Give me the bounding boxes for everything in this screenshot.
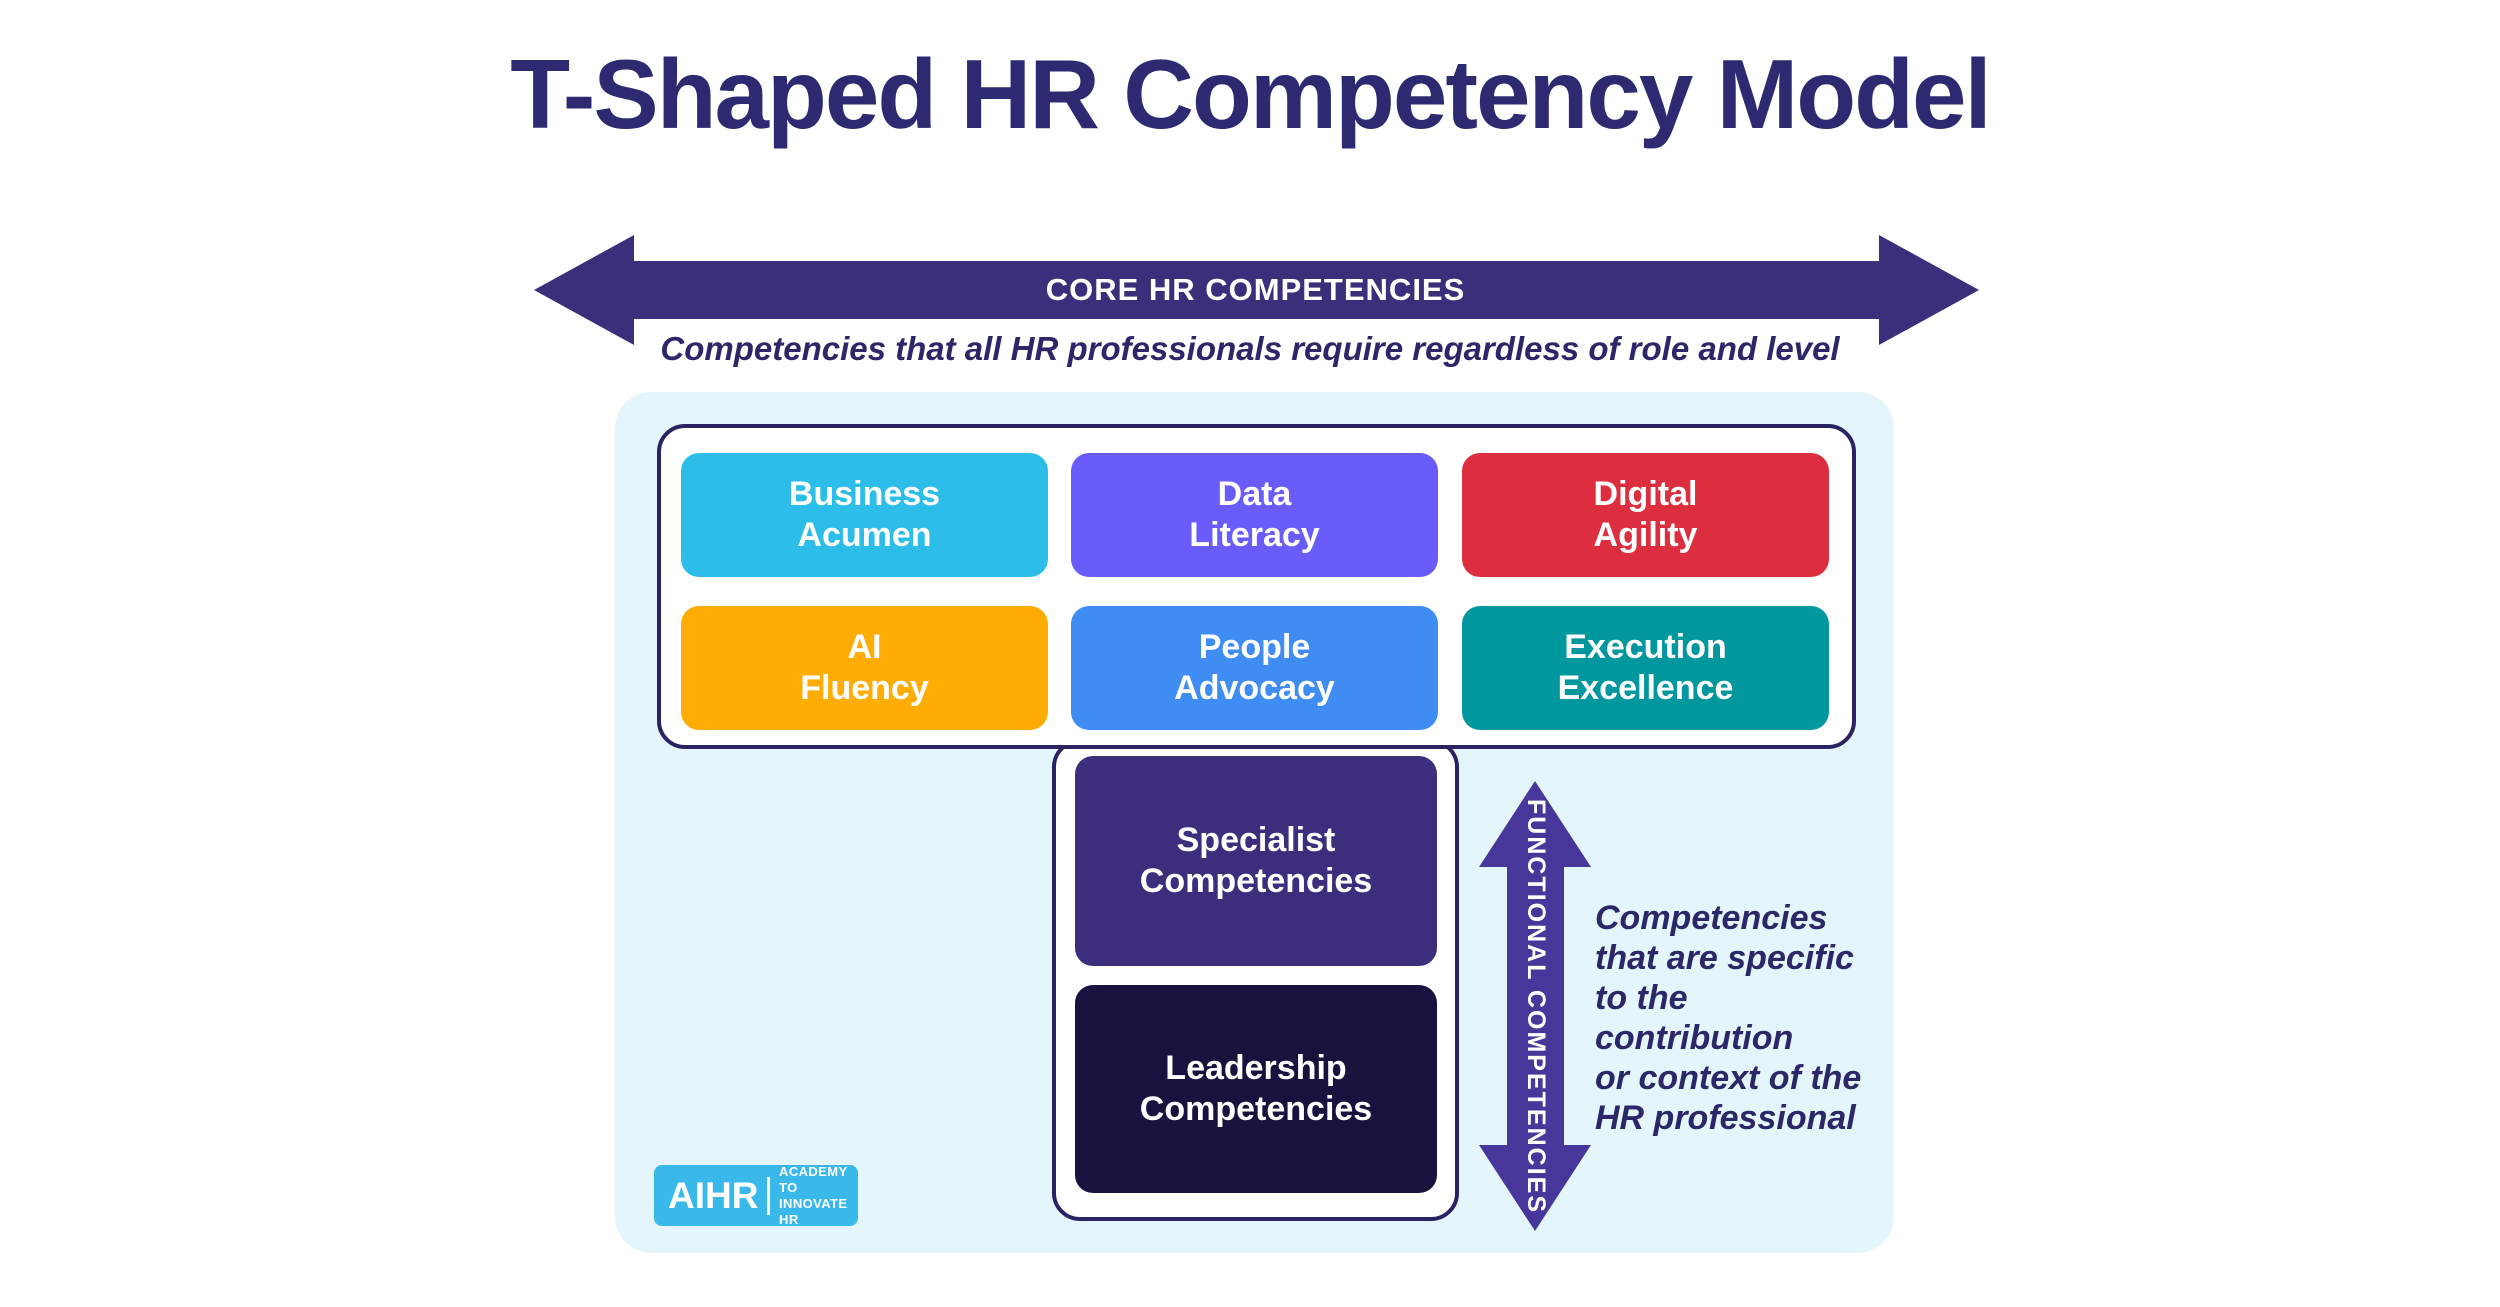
right-arrowhead-icon [1879,235,1979,345]
card-business-acumen: Business Acumen [681,453,1048,577]
core-arrow-label: CORE HR COMPETENCIES [1045,272,1466,307]
logo-tagline: ACADEMY TO INNOVATE HR [779,1163,848,1227]
aihr-logo: AIHR ACADEMY TO INNOVATE HR [654,1163,858,1227]
left-arrowhead-icon [534,235,634,345]
core-arrow-subtitle: Competencies that all HR professionals r… [660,330,1840,367]
card-people-advocacy: People Advocacy [1071,606,1438,730]
card-leadership-competencies: Leadership Competencies [1075,985,1437,1193]
card-execution-excellence: Execution Excellence [1462,606,1829,730]
functional-note: Competencies that are specific to the co… [1595,899,1862,1137]
card-data-literacy: Data Literacy [1071,453,1438,577]
core-arrow: CORE HR COMPETENCIES [630,261,1881,319]
up-arrowhead-icon [1479,781,1591,867]
diagram-title: T-Shaped HR Competency Model [510,39,1992,149]
card-specialist-competencies: Specialist Competencies [1075,756,1437,966]
logo-name: AIHR [668,1174,759,1216]
functional-arrow-label: FUNCTIONAL COMPETENCIES [1522,798,1550,1214]
functional-arrow [1507,862,1564,1150]
card-digital-agility: Digital Agility [1462,453,1829,577]
card-ai-fluency: AI Fluency [681,606,1048,730]
down-arrowhead-icon [1479,1145,1591,1231]
logo-divider [767,1176,771,1215]
